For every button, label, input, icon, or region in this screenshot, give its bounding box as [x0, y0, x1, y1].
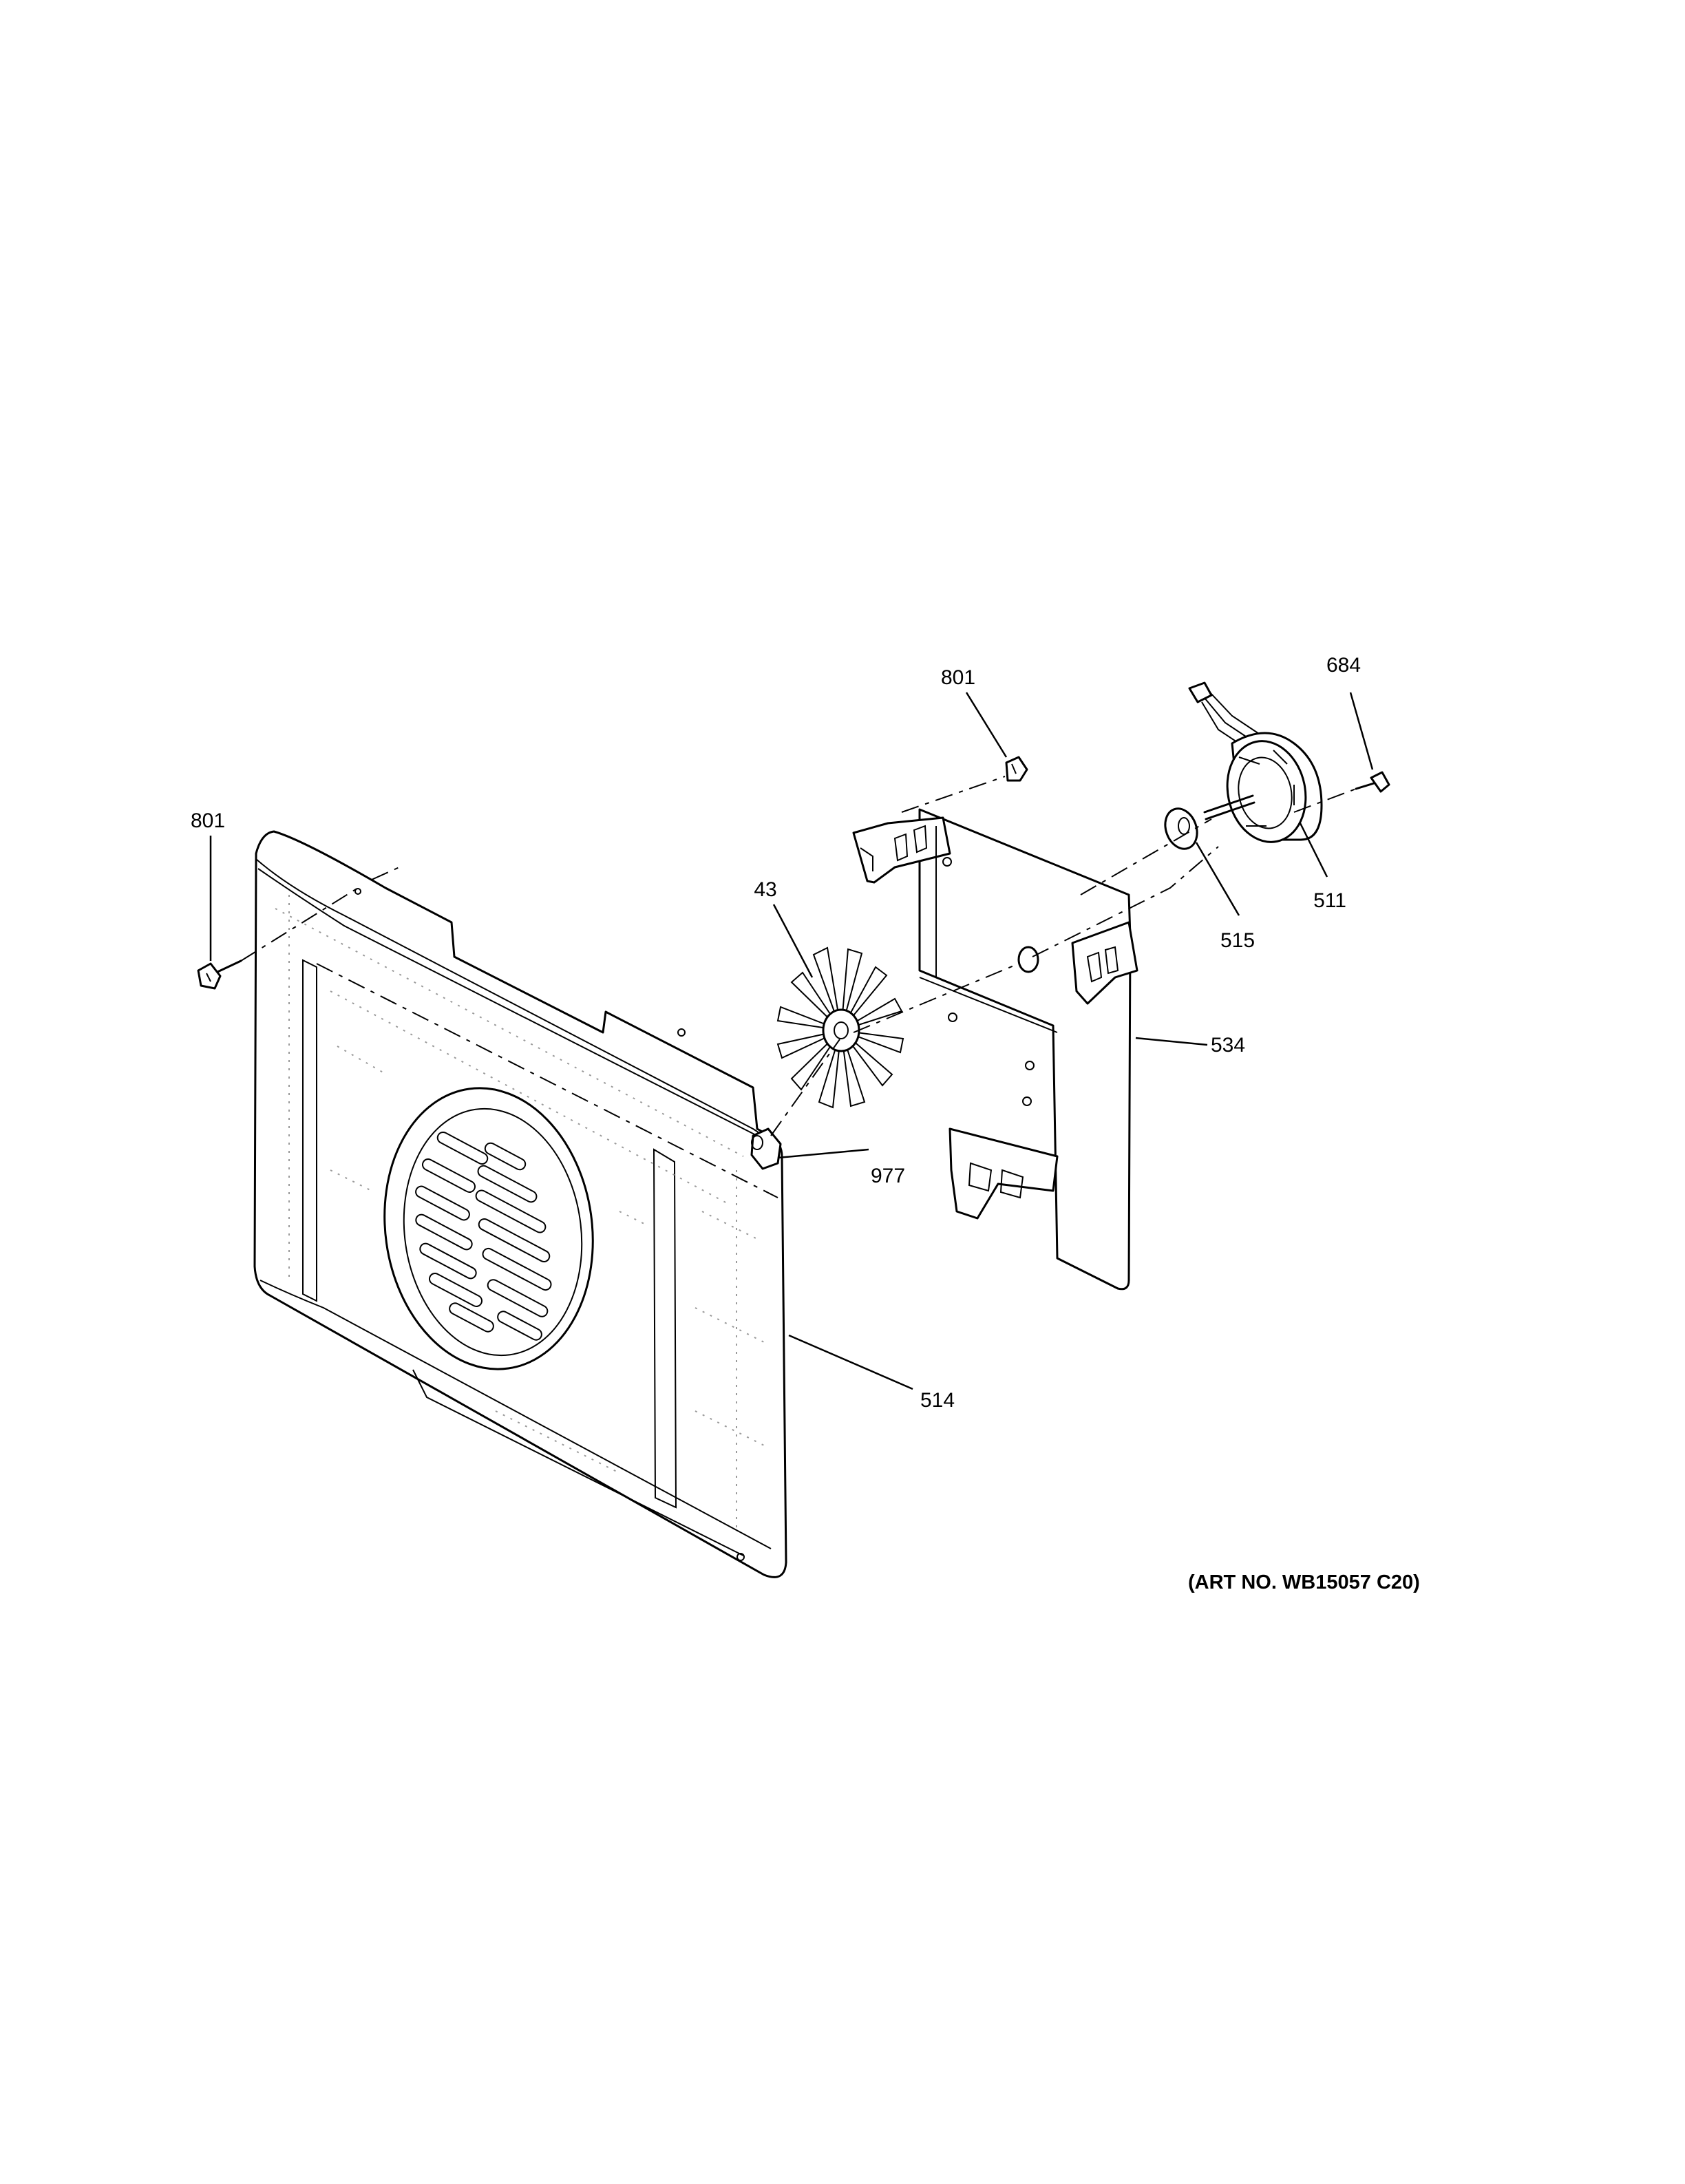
screw-684[interactable] [1355, 771, 1390, 793]
fan-bracket-534[interactable] [852, 808, 1138, 1291]
screw-801-left[interactable] [197, 960, 242, 990]
leader-lines [209, 692, 1374, 1390]
callout-801-top: 801 [941, 666, 975, 689]
callout-534: 534 [1211, 1034, 1245, 1057]
fan-motor-511[interactable] [1188, 681, 1323, 849]
back-panel-514[interactable] [253, 830, 787, 1578]
screw-801-top[interactable] [1005, 756, 1028, 782]
callout-977: 977 [871, 1165, 905, 1187]
fan-blade-43[interactable] [776, 946, 904, 1109]
callout-43: 43 [754, 878, 776, 901]
washer-515[interactable] [1160, 804, 1202, 853]
callout-514: 514 [920, 1389, 955, 1412]
callout-515: 515 [1220, 929, 1255, 952]
alignment-lines [240, 776, 1357, 1198]
callout-511: 511 [1313, 889, 1346, 912]
art-number: (ART NO. WB15057 C20) [1188, 1571, 1420, 1593]
callout-684: 684 [1326, 654, 1361, 677]
nut-977[interactable] [750, 1127, 782, 1170]
callout-801-left: 801 [191, 809, 225, 832]
